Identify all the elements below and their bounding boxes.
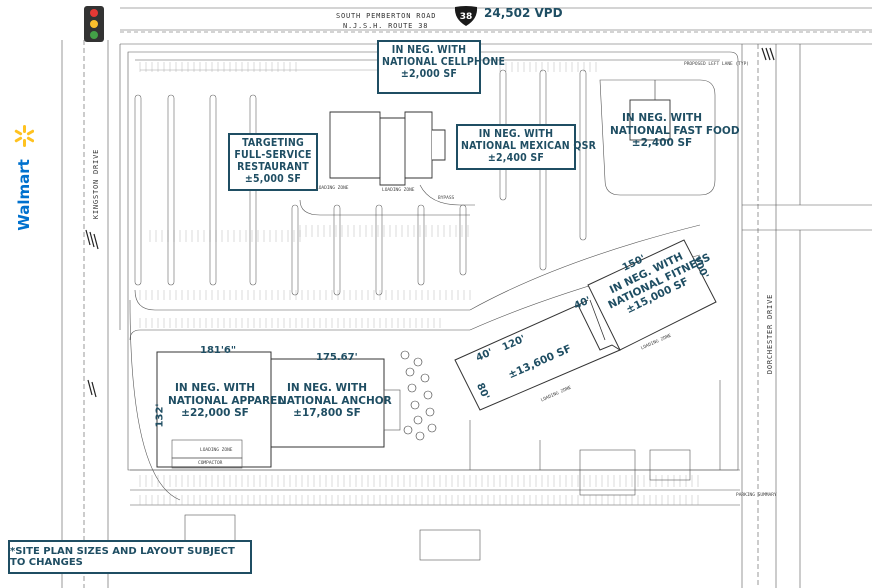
anchor-width-dim: 175.67' — [316, 352, 358, 363]
disclaimer-note: *SITE PLAN SIZES AND LAYOUT SUBJECT TO C… — [8, 540, 252, 574]
compactor-text: COMPACTOR — [198, 461, 223, 466]
tree-icon — [420, 373, 430, 383]
tree-icon — [413, 357, 423, 367]
tree-icon — [400, 350, 410, 360]
tree-icon — [427, 423, 437, 433]
traffic-count: 24,502 VPD — [484, 6, 563, 20]
tree-icon — [407, 383, 417, 393]
loading-zone-text-3: LOADING ZONE — [200, 448, 233, 453]
tree-icon — [423, 390, 433, 400]
tree-icon — [403, 425, 413, 435]
walmart-logo: Walmart — [15, 159, 33, 231]
tree-icon — [405, 367, 415, 377]
loading-zone-text: LOADING ZONE — [316, 186, 349, 191]
traffic-light-icon — [84, 6, 104, 42]
walmart-spark-icon — [14, 125, 34, 147]
apparel-depth-dim: 132' — [154, 403, 166, 428]
tree-icon — [415, 431, 425, 441]
tree-icon — [425, 407, 435, 417]
apparel-width-dim: 181'6" — [200, 345, 237, 356]
bypass-text: BYPASS — [438, 196, 455, 201]
tree-icon — [410, 400, 420, 410]
tree-icon — [413, 415, 423, 425]
parking-summary-text: PARKING SUMMARY — [736, 493, 777, 498]
west-road-name: KINGSTON DRIVE — [92, 148, 100, 220]
east-road-name: DORCHESTER DRIVE — [766, 293, 774, 375]
route-number: 38 — [460, 12, 473, 22]
proposed-lane-text: PROPOSED LEFT LANE (TYP) — [684, 62, 750, 67]
route-shield-icon: 38 — [454, 6, 478, 26]
north-road-name: SOUTH PEMBERTON ROAD — [336, 12, 437, 20]
loading-zone-text-2: LOADING ZONE — [382, 188, 415, 193]
north-road-route: N.J.S.H. ROUTE 38 — [343, 22, 429, 30]
